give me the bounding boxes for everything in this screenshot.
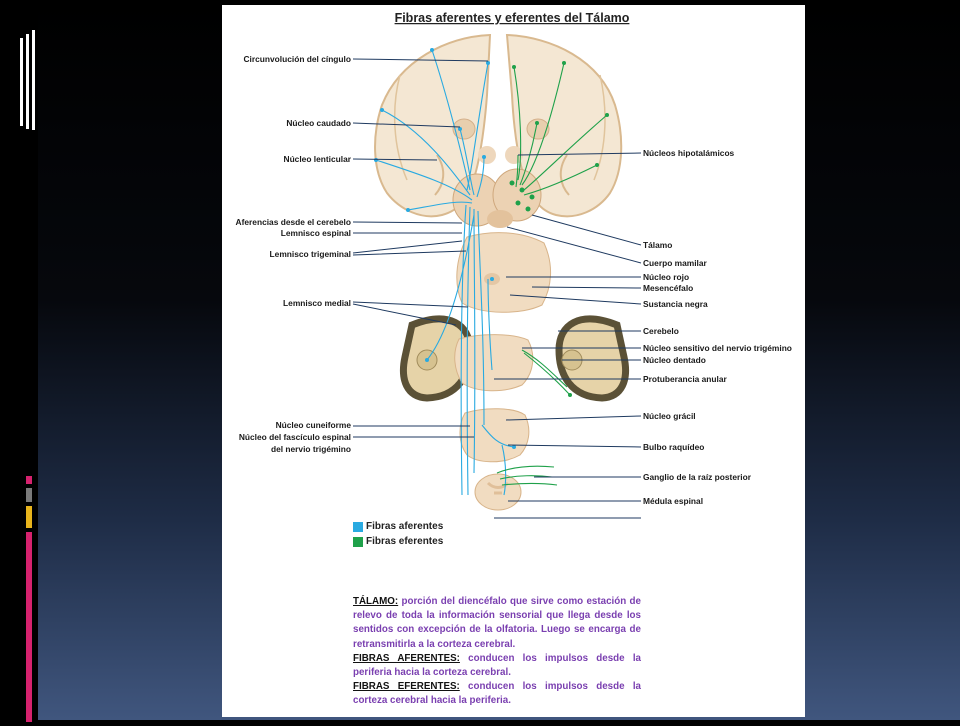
label-trigeminal-sensory-nucleus: Núcleo sensitivo del nervio trigémino bbox=[643, 343, 792, 353]
mesencephalon bbox=[456, 232, 552, 313]
definition-efferent: FIBRAS EFERENTES: conducen los impulsos … bbox=[353, 680, 641, 708]
thalamus-diagram: Fibras aferentes y eferentes del Tálamo bbox=[236, 11, 792, 519]
label-dentate-nucleus: Núcleo dentado bbox=[643, 355, 706, 365]
term-efferent: FIBRAS EFERENTES: bbox=[353, 681, 460, 693]
label-spinal-cord: Médula espinal bbox=[643, 496, 703, 506]
label-lentiform-nucleus: Núcleo lenticular bbox=[284, 154, 352, 164]
label-gracile-nucleus: Núcleo grácil bbox=[643, 411, 696, 421]
definition-text-afferent: conducen los impulsos desde la periferia… bbox=[353, 652, 641, 679]
legend-swatch-efferent bbox=[353, 536, 363, 547]
label-medulla-oblongata: Bulbo raquídeo bbox=[643, 442, 704, 452]
label-thalamus: Tálamo bbox=[643, 240, 672, 250]
label-cerebellum: Cerebelo bbox=[643, 326, 679, 336]
efferent-fibers bbox=[496, 62, 608, 486]
label-trigeminal-lemniscus: Lemnisco trigeminal bbox=[270, 249, 351, 259]
label-caudate-nucleus: Núcleo caudado bbox=[286, 118, 351, 128]
slide-panel: Fibras aferentes y eferentes del Tálamo bbox=[222, 5, 805, 717]
label-medial-lemniscus: Lemnisco medial bbox=[283, 298, 351, 308]
label-spinal-trigeminal-nucleus-line2: del nervio trigémino bbox=[271, 444, 351, 454]
legend-item-afferent: Fibras aferentes bbox=[353, 519, 443, 534]
definition-thalamus: TÁLAMO: porción del diencéfalo que sirve… bbox=[353, 595, 641, 652]
labels-left: Circunvolución del cíngulo Núcleo caudad… bbox=[236, 54, 352, 454]
definition-text-efferent: conducen los impulsos desde la corteza c… bbox=[353, 681, 641, 707]
label-hypothalamic-nuclei: Núcleos hipotalámicos bbox=[643, 148, 735, 158]
label-mesencephalon: Mesencéfalo bbox=[643, 283, 693, 293]
definition-text-thalamus: porción del diencéfalo que sirve como es… bbox=[353, 596, 641, 650]
decorative-squares bbox=[26, 476, 34, 726]
label-substantia-nigra: Sustancia negra bbox=[643, 299, 708, 309]
label-red-nucleus: Núcleo rojo bbox=[643, 272, 689, 282]
thalamus bbox=[452, 168, 542, 228]
medulla-oblongata bbox=[459, 408, 530, 463]
afferent-fibers bbox=[375, 49, 515, 496]
label-pons: Protuberancia anular bbox=[643, 374, 728, 384]
pons bbox=[454, 334, 534, 392]
label-spinal-lemniscus: Lemnisco espinal bbox=[281, 228, 351, 238]
cerebellum bbox=[400, 315, 629, 402]
label-cingulate-gyrus: Circunvolución del cíngulo bbox=[244, 54, 352, 64]
cerebral-hemispheres bbox=[374, 33, 623, 218]
definition-afferent: FIBRAS AFERENTES: conducen los impulsos … bbox=[353, 652, 641, 680]
diagram-title: Fibras aferentes y eferentes del Tálamo bbox=[395, 11, 630, 25]
label-spinal-trigeminal-nucleus: Núcleo del fascículo espinal bbox=[239, 432, 351, 442]
legend: Fibras aferentes Fibras eferentes bbox=[353, 519, 443, 549]
leader-lines bbox=[352, 58, 642, 519]
legend-swatch-afferent bbox=[353, 521, 363, 532]
term-afferent: FIBRAS AFERENTES: bbox=[353, 652, 460, 664]
decorative-bars bbox=[20, 30, 40, 130]
term-thalamus: TÁLAMO: bbox=[353, 596, 399, 607]
fiber-markers bbox=[374, 48, 609, 449]
spinal-cord bbox=[474, 473, 522, 511]
legend-label-afferent: Fibras aferentes bbox=[366, 521, 444, 532]
label-mammillary-body: Cuerpo mamilar bbox=[643, 258, 708, 268]
label-cuneate-nucleus: Núcleo cuneiforme bbox=[276, 420, 352, 430]
legend-label-efferent: Fibras eferentes bbox=[366, 536, 444, 547]
label-dorsal-root-ganglion: Ganglio de la raíz posterior bbox=[643, 472, 752, 482]
legend-item-efferent: Fibras eferentes bbox=[353, 534, 443, 549]
labels-right: Núcleos hipotalámicos Tálamo Cuerpo mami… bbox=[643, 148, 792, 506]
description-block: TÁLAMO: porción del diencéfalo que sirve… bbox=[353, 595, 641, 709]
label-cerebellar-afferents: Aferencias desde el cerebelo bbox=[236, 217, 351, 227]
